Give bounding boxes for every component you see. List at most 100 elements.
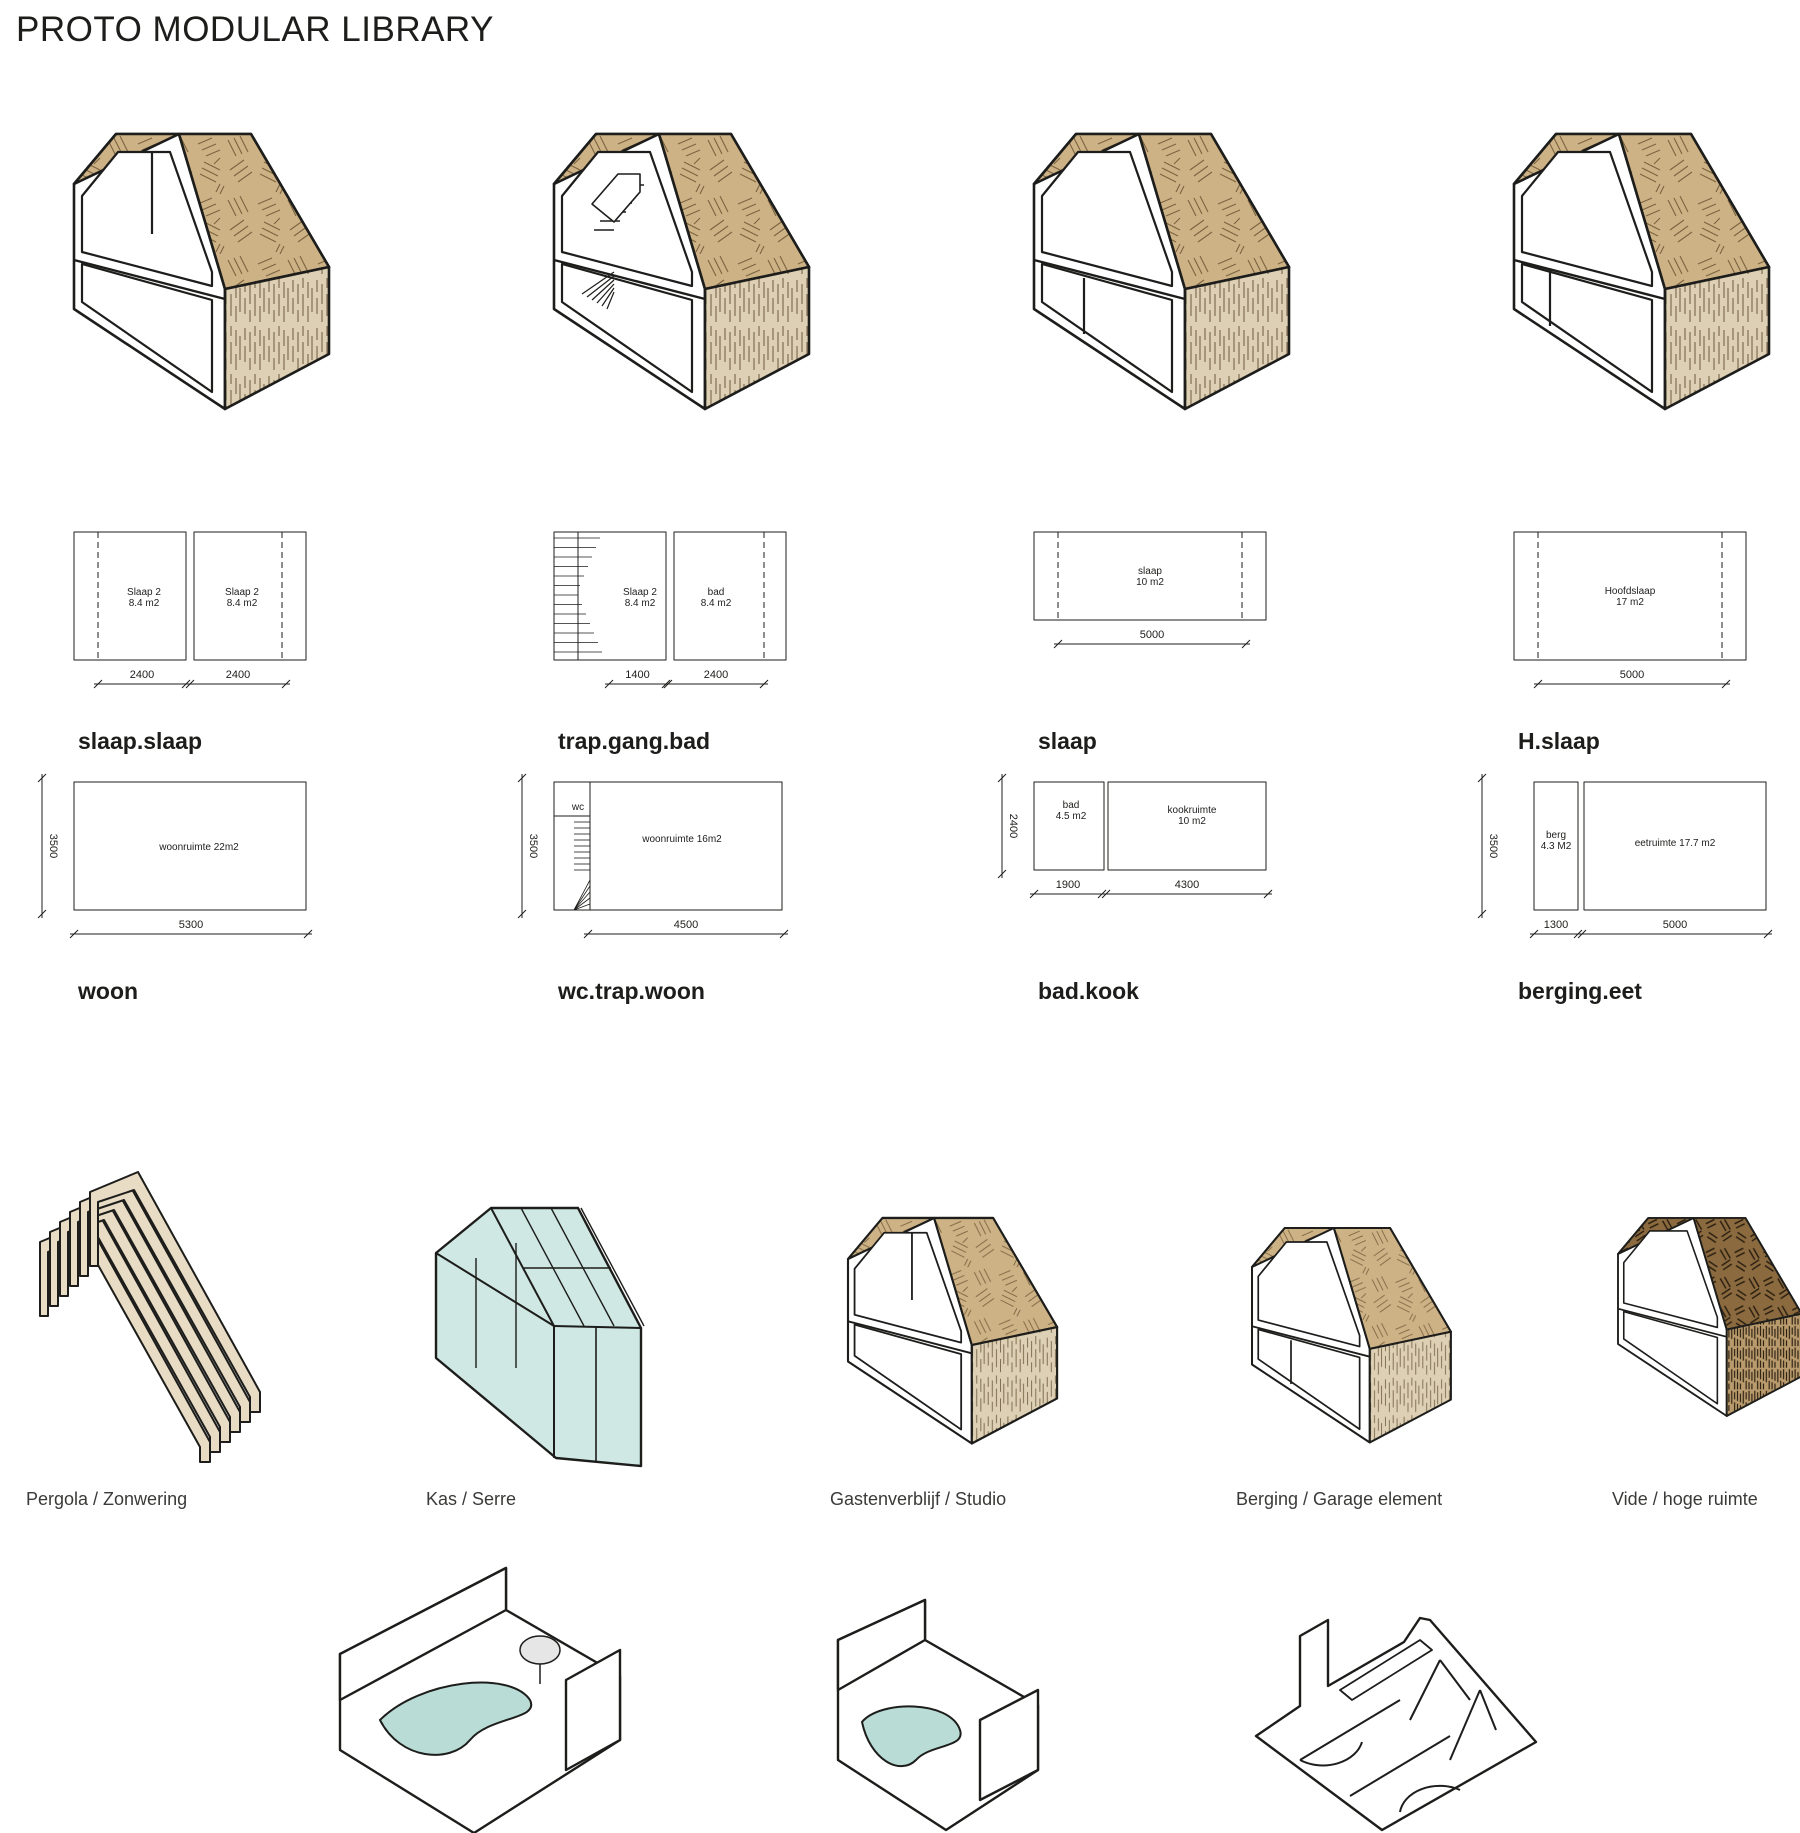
room-area: 8.4 m2 [129,598,160,609]
greenhouse-axonometric [434,1206,645,1468]
lower-opening [1622,1310,1719,1405]
room-label: berg [1546,830,1566,841]
upper-opening [1520,150,1654,288]
side-wall [1368,1330,1452,1444]
room-label: Slaap 2 [623,587,657,598]
room-area: 4.3 M2 [1541,841,1572,852]
floor-slab [1617,1307,1727,1338]
floor-plan-lower: 3500 woonruimte 22m2 5300 [37,773,313,939]
room-area: 8.4 m2 [625,598,656,609]
room-box [1513,531,1747,661]
extension-label: Berging / Garage element [1236,1489,1442,1509]
swing-frame [1409,1659,1441,1721]
stair-tread [586,275,615,298]
extension-label: Gastenverblijf / Studio [830,1489,1006,1509]
court-line [1299,1699,1401,1761]
floor-slab [553,258,706,301]
floor-slab [73,258,226,301]
extension-label: Kas / Serre [426,1489,516,1509]
stair-void [591,173,641,223]
side-dimension: 3500 [47,834,59,858]
room-box [553,531,667,661]
stair-fan [573,897,591,911]
dimension-value: 4500 [674,919,698,931]
page-title: PROTO MODULAR LIBRARY [16,10,494,49]
greenhouse-ridge [490,1207,555,1327]
swing-frame [1449,1689,1481,1761]
greenhouse-shell [434,1206,643,1468]
stair-tread [591,279,615,301]
side-wall [703,265,811,411]
pool-water [378,1681,533,1756]
stair-tread [606,291,615,310]
extension-label: Pergola / Zonwering [26,1489,187,1509]
module-axonometric-m2 [552,132,811,411]
room-label: bad [1063,800,1080,811]
dimension-value: 5300 [179,919,203,931]
swing-frame [1479,1689,1497,1731]
dimension-value: 2400 [130,669,154,681]
greenhouse-rafter [580,1207,645,1327]
side-wall [970,1325,1059,1445]
stair-fan [573,885,591,911]
module-name-lower: bad.kook [1038,978,1139,1004]
floor-slab [847,1320,973,1355]
room-area: 4.5 m2 [1056,811,1087,822]
upper-opening [80,150,214,288]
module-axonometric-m3 [1032,132,1291,411]
room-area: 8.4 m2 [701,598,732,609]
side-wall [223,265,331,411]
lower-opening [1257,1328,1361,1431]
stair-fan [573,879,591,911]
room-box [673,531,787,661]
upper-opening [560,150,694,288]
side-dimension: 2400 [1007,814,1019,838]
upper-opening [1622,1230,1719,1329]
roof-slope [1692,1217,1800,1331]
room-box [1033,781,1105,871]
room-label: woonruimte 22m2 [158,842,239,853]
room-area: 10 m2 [1136,577,1164,588]
room-box [1533,781,1579,911]
side-wall [1663,265,1771,411]
room-box [73,531,187,661]
courtyard-wall [564,1648,622,1772]
court-arc [1399,1784,1461,1813]
dimension-value: 5000 [1620,669,1644,681]
module-name-lower: wc.trap.woon [557,978,705,1004]
pool-water [860,1705,962,1768]
floor-slab [1251,1325,1371,1358]
stair-fan [573,903,591,911]
lower-opening [853,1323,963,1431]
dimension-value: 2400 [226,669,250,681]
floor-slab [1033,258,1186,301]
room-label: slaap [1138,566,1162,577]
parasol [519,1635,561,1665]
module-name-upper: slaap.slaap [78,728,202,754]
stair-tread [581,271,615,295]
storage-garage-axonometric [1250,1226,1452,1444]
module-name-upper: trap.gang.bad [558,728,710,754]
module-name-upper: slaap [1038,728,1097,754]
pergola-axonometric [39,1171,261,1463]
greenhouse-edge [435,1252,555,1327]
floor-slab [1513,258,1666,301]
room-label: Slaap 2 [225,587,259,598]
module-name-lower: berging.eet [1518,978,1642,1004]
lower-opening [80,262,214,394]
room-label: wc [571,802,584,813]
court-floor [1254,1616,1538,1832]
module-axonometric-m1 [72,132,331,411]
court-arc [1299,1741,1363,1767]
stair-fan [573,891,591,911]
upper-opening [1040,150,1174,288]
dimension-value: 5000 [1140,629,1164,641]
dimension-value: 1300 [1544,919,1568,931]
upper-opening [1257,1241,1361,1348]
room-box [1583,781,1767,911]
module-axonometric-m4 [1512,132,1771,411]
